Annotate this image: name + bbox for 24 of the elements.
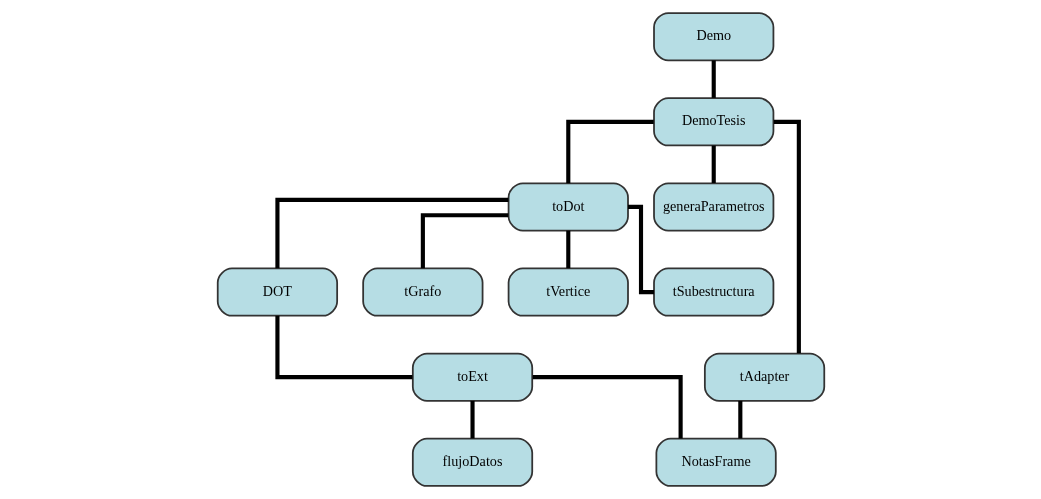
connector xyxy=(773,119,801,354)
connector xyxy=(565,119,654,184)
node-box: tAdapter xyxy=(703,352,825,402)
connector xyxy=(565,230,570,269)
node-box: toExt xyxy=(411,352,533,402)
connector xyxy=(532,375,683,439)
connector xyxy=(627,204,654,295)
node-box: NotasFrame xyxy=(655,437,777,487)
connector xyxy=(711,60,716,98)
node-box: generaParametros xyxy=(652,182,774,232)
connector xyxy=(737,400,742,439)
node-box: Demo xyxy=(652,12,774,62)
connector xyxy=(469,400,475,439)
node-box: DemoTesis xyxy=(652,97,774,147)
node-box: flujoDatos xyxy=(411,437,533,487)
connector xyxy=(274,315,412,380)
node-box: tSubestructura xyxy=(652,267,774,317)
node-box: tGrafo xyxy=(361,267,483,317)
node-box: toDot xyxy=(507,182,629,232)
node-box: tVertice xyxy=(507,267,629,317)
connector xyxy=(711,145,716,184)
connector xyxy=(274,197,508,269)
node-box: DOT xyxy=(216,267,338,317)
connector xyxy=(420,213,508,269)
